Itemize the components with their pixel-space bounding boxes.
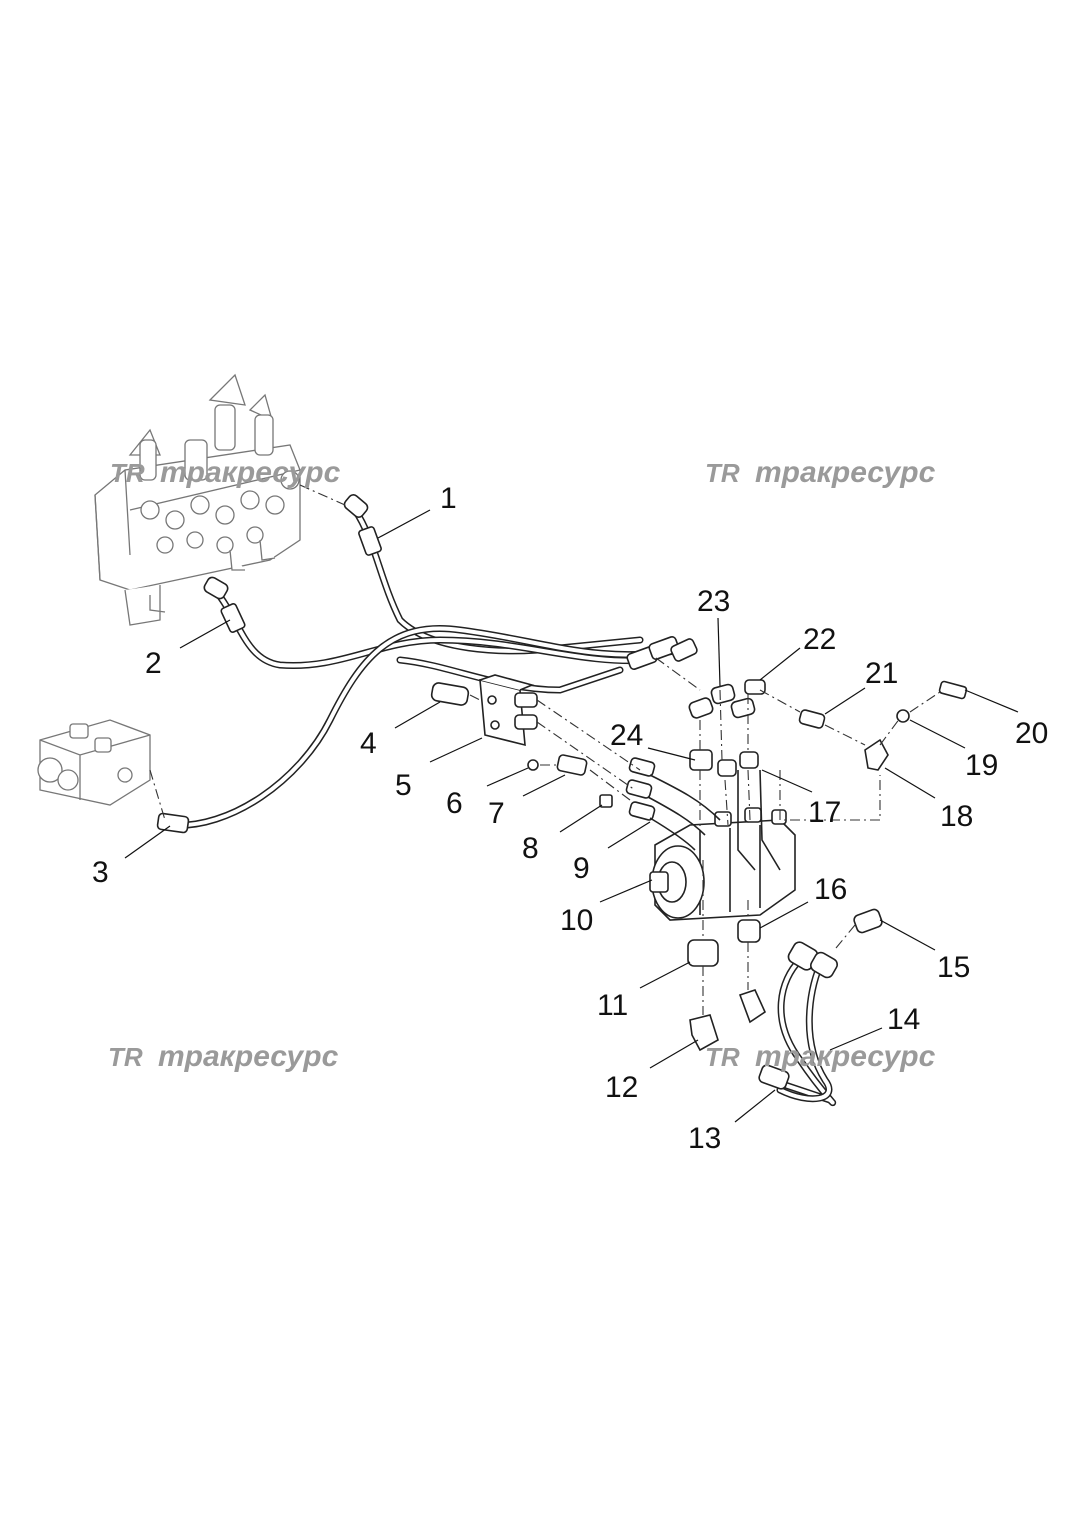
- watermark-text: тракресурс: [755, 456, 936, 489]
- callout-18: 18: [940, 800, 973, 833]
- callout-12: 12: [605, 1071, 638, 1104]
- callout-8: 8: [522, 832, 539, 865]
- callout-16: 16: [814, 873, 847, 906]
- callout-2: 2: [145, 647, 162, 680]
- assembly-center-lines: [149, 484, 941, 1015]
- callout-4: 4: [360, 727, 377, 760]
- watermark-top-left: TR тракресурс: [110, 456, 341, 489]
- watermark-logo: TR: [110, 458, 145, 488]
- callout-9: 9: [573, 852, 590, 885]
- callout-13: 13: [688, 1122, 721, 1155]
- callout-3: 3: [92, 856, 109, 889]
- callout-15: 15: [937, 951, 970, 984]
- callout-10: 10: [560, 904, 593, 937]
- callout-6: 6: [446, 787, 463, 820]
- main-control-valve: [94, 373, 301, 626]
- watermark-logo: TR: [705, 1042, 740, 1072]
- auxiliary-valve: [37, 719, 151, 806]
- watermark-bottom-right: TR тракресурс: [705, 1040, 936, 1073]
- elbow-fittings-right: [853, 680, 968, 934]
- callout-24: 24: [610, 719, 643, 752]
- callout-7: 7: [488, 797, 505, 830]
- callout-19: 19: [965, 749, 998, 782]
- callout-20: 20: [1015, 717, 1048, 750]
- watermark-text: тракресурс: [158, 1040, 339, 1073]
- watermark-top-right: TR тракресурс: [705, 456, 936, 489]
- hose-assemblies: [156, 494, 698, 834]
- watermark-logo: TR: [108, 1042, 143, 1072]
- callout-1: 1: [440, 482, 457, 515]
- callout-leaders: [124, 509, 1019, 1123]
- callout-11: 11: [597, 989, 628, 1022]
- watermark-bottom-left: TR тракресурс: [108, 1040, 339, 1073]
- bracket-and-fittings: [430, 674, 613, 808]
- pump-fittings: [625, 679, 826, 967]
- callout-17: 17: [808, 796, 841, 829]
- lower-hoses: [689, 941, 838, 1106]
- callout-23: 23: [697, 585, 730, 618]
- callout-14: 14: [887, 1003, 920, 1036]
- watermark-text: тракресурс: [755, 1040, 936, 1073]
- callout-5: 5: [395, 769, 412, 802]
- watermark-logo: TR: [705, 458, 740, 488]
- callout-22: 22: [803, 623, 836, 656]
- watermark-text: тракресурс: [160, 456, 341, 489]
- callout-21: 21: [865, 657, 898, 690]
